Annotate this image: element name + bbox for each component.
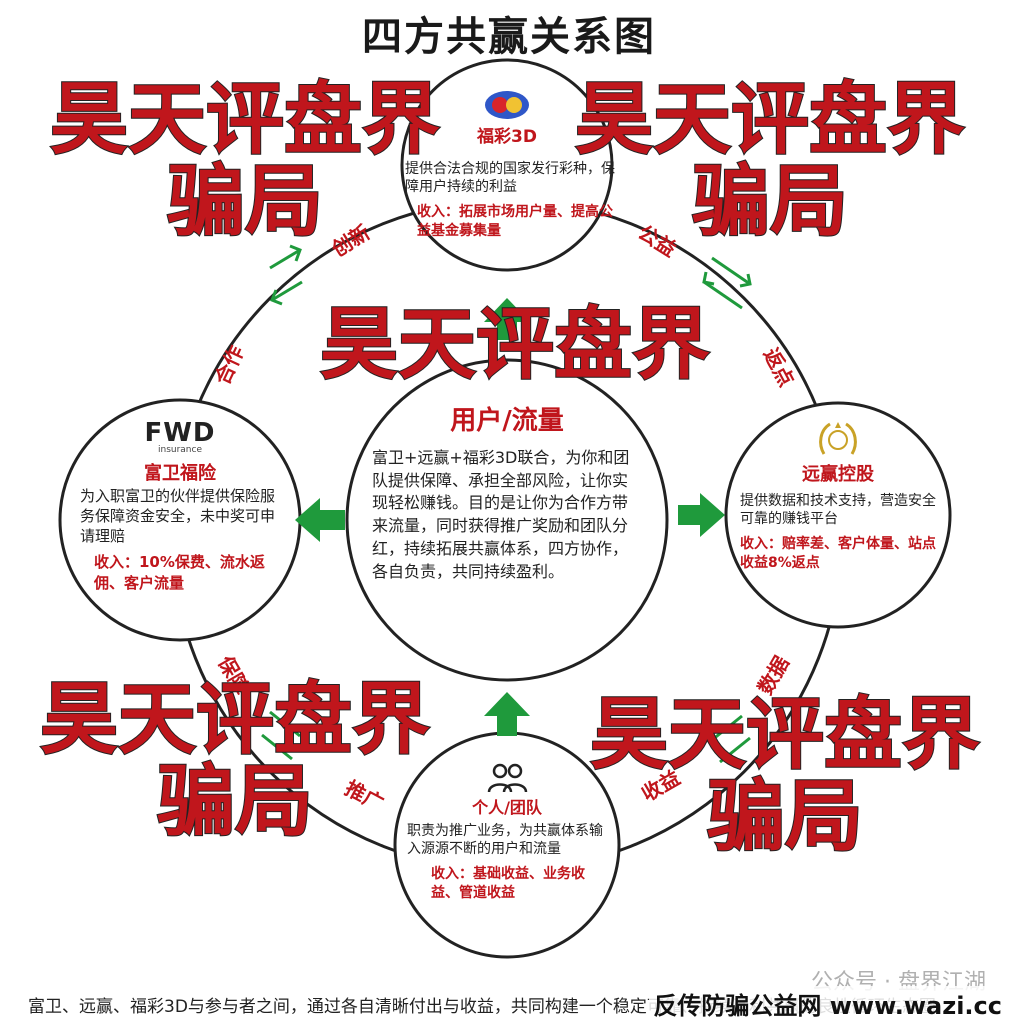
watermark-scam-text: 骗局 xyxy=(156,756,314,847)
watermark-brand-text: 昊天评盘界 xyxy=(589,690,981,780)
bottom-node-income: 收入：基础收益、业务收益、管道收益 xyxy=(431,865,585,901)
watermark-brand-text: 昊天评盘界 xyxy=(319,300,711,390)
left-node: FWD insurance 富卫福险 为入职富卫的伙伴提供保险服务保障资金安全，… xyxy=(80,420,280,593)
arrow-down-up-icon xyxy=(484,692,530,736)
exchange-arrow-icon xyxy=(269,244,303,306)
watermark-scam-text: 骗局 xyxy=(166,156,324,247)
watermark-bottom-right: 昊天评盘界 骗局 xyxy=(560,690,1010,862)
center-node: 用户/流量 富卫+远赢+福彩3D联合，为你和团队提供保障、承担全部风险，让你实现… xyxy=(372,400,642,583)
exchange-arrow-icon xyxy=(261,710,301,761)
right-node-name: 远赢控股 xyxy=(802,464,874,485)
arrow-up-icon xyxy=(484,298,530,340)
top-node-body: 提供合法合规的国家发行彩种，保障用户持续的利益 收入：拓展市场用户量、提高公益基… xyxy=(405,160,615,241)
exchange-arrow-icon xyxy=(702,256,752,310)
center-node-desc: 富卫+远赢+福彩3D联合，为你和团队提供保障、承担全部风险，让你实现轻松赚钱。目… xyxy=(372,448,630,581)
watermark-brand-text: 昊天评盘界 xyxy=(39,675,431,765)
bottom-node: 个人/团队 职责为推广业务，为共赢体系输入源源不断的用户和流量 收入：基础收益、… xyxy=(407,760,607,903)
top-node-name: 福彩3D xyxy=(477,127,537,147)
top-node-desc: 提供合法合规的国家发行彩种，保障用户持续的利益 xyxy=(405,161,615,196)
arrow-right-icon xyxy=(678,493,725,537)
watermark-scam-text: 骗局 xyxy=(706,771,864,862)
laurel-crest-icon xyxy=(819,422,857,455)
page-title: 四方共赢关系图 xyxy=(362,13,656,60)
bottom-node-name: 个人/团队 xyxy=(472,798,542,817)
top-node-circle xyxy=(400,58,614,272)
top-node-income: 收入：拓展市场用户量、提高公益基金募集量 xyxy=(417,203,613,239)
right-node: 远赢控股 提供数据和技术支持，营造安全可靠的赚钱平台 收入：赔率差、客户体量、站… xyxy=(740,418,936,573)
watermark-bottom-left: 昊天评盘界 骗局 xyxy=(10,675,460,847)
watermark-top-left: 昊天评盘界 骗局 xyxy=(20,75,470,247)
site-watermark: 反传防骗公益网 www.wazi.cc xyxy=(649,986,1006,1021)
people-icon xyxy=(487,763,528,793)
bottom-node-desc: 职责为推广业务，为共赢体系输入源源不断的用户和流量 xyxy=(407,823,603,858)
watermark-center: 昊天评盘界 xyxy=(280,300,750,390)
right-node-circle xyxy=(724,401,952,629)
left-node-name: 富卫福险 xyxy=(144,463,216,484)
fwd-logo-sub: insurance xyxy=(157,445,202,455)
watermark-brand-text: 昊天评盘界 xyxy=(49,75,441,165)
right-node-income: 收入：赔率差、客户体量、站点收益8%返点 xyxy=(740,535,936,571)
center-node-circle xyxy=(345,358,669,682)
fwd-logo: FWD xyxy=(144,418,216,448)
lottery-logo-icon xyxy=(485,91,529,119)
watermark-brand-text: 昊天评盘界 xyxy=(574,75,966,165)
left-node-desc: 为入职富卫的伙伴提供保险服务保障资金安全，未中奖可申请理赔 xyxy=(80,487,276,545)
left-node-income: 收入：10%保费、流水返佣、客户流量 xyxy=(94,553,265,592)
exchange-arrow-icon xyxy=(711,714,751,764)
arrow-left-icon xyxy=(295,498,345,542)
watermark-top-right: 昊天评盘界 骗局 xyxy=(545,75,995,247)
right-node-desc: 提供数据和技术支持，营造安全可靠的赚钱平台 xyxy=(740,493,936,528)
top-node: 福彩3D xyxy=(407,88,607,147)
center-node-name: 用户/流量 xyxy=(450,406,564,436)
watermark-scam-text: 骗局 xyxy=(691,156,849,247)
